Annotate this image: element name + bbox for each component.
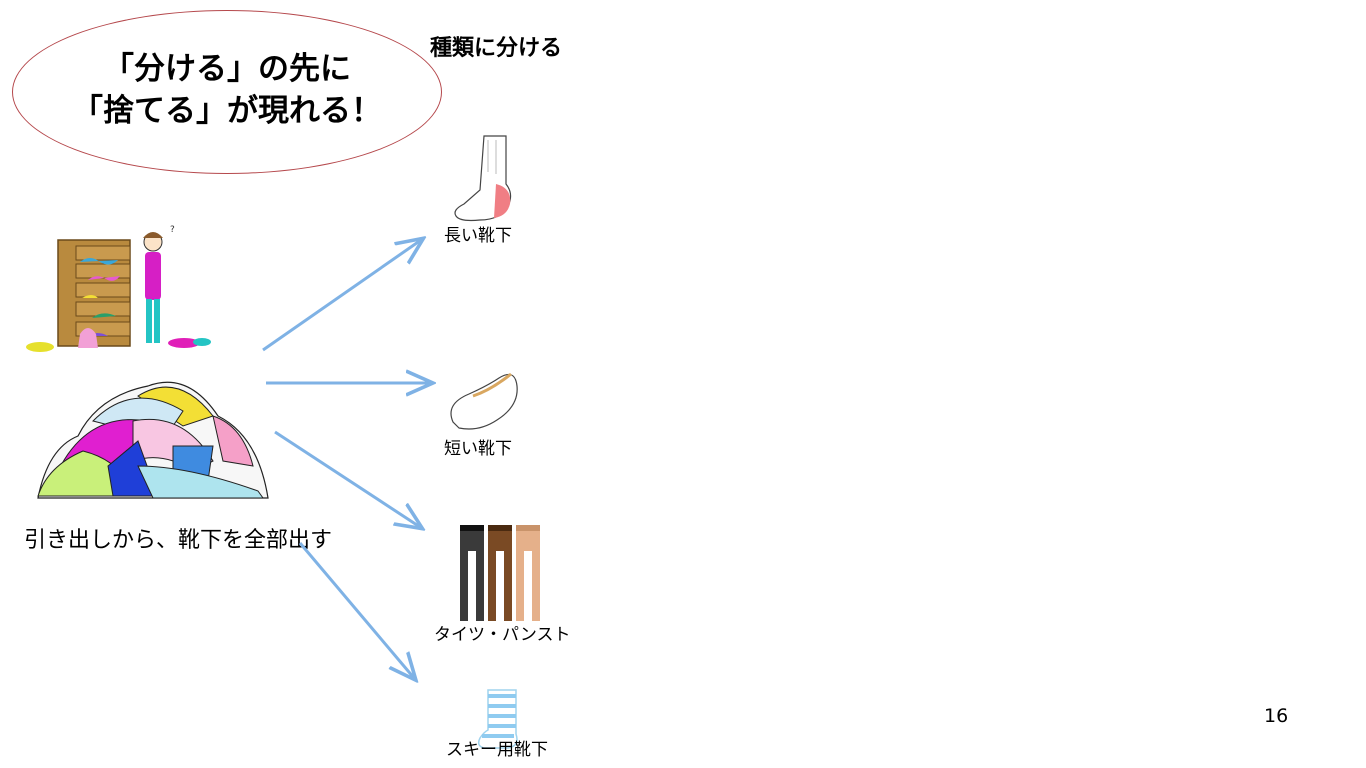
arrow-to-ski-sock (298, 542, 414, 678)
source-caption: 引き出しから、靴下を全部出す (24, 528, 333, 553)
arrow-to-tights (274, 430, 420, 527)
long-sock-icon (454, 135, 512, 222)
category-label-ski-sock: スキー用靴下 (446, 740, 548, 760)
category-label-short-sock: 短い靴下 (444, 439, 512, 459)
tights-icon (460, 525, 540, 621)
page-number: 16 (1264, 705, 1289, 727)
bubble-line-2: 「捨てる」が現れる！ (72, 93, 382, 129)
woman-dresser-illustration: ? (26, 225, 211, 352)
short-sock-icon (450, 372, 518, 430)
bubble-text: 「分ける」の先に 「捨てる」が現れる！ (12, 48, 442, 132)
speech-bubble (12, 10, 442, 174)
category-label-tights: タイツ・パンスト (434, 625, 571, 645)
clothes-pile-illustration (37, 381, 269, 499)
bubble-line-1: 「分ける」の先に (103, 51, 351, 87)
svg-text:?: ? (170, 225, 175, 235)
section-heading: 種類に分ける (430, 36, 563, 61)
category-label-long-sock: 長い靴下 (444, 226, 512, 246)
ski-sock-icon (477, 689, 518, 749)
arrow-to-long-sock (262, 240, 421, 352)
